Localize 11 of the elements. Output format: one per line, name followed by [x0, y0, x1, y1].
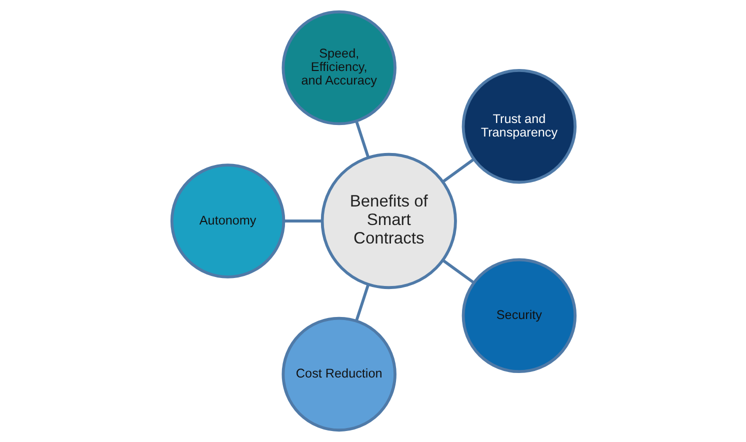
node-circle: Cost Reduction — [281, 316, 396, 432]
node-circle: Benefits of Smart Contracts — [320, 152, 456, 290]
connector — [442, 158, 474, 183]
connector — [442, 259, 474, 284]
connector — [283, 220, 322, 222]
node-circle: Autonomy — [170, 164, 285, 278]
node-circle: Security — [461, 258, 576, 374]
node-circle: Speed, Efficiency, and Accuracy — [281, 10, 396, 126]
connector — [354, 120, 370, 158]
node-circle: Trust and Transparency — [461, 68, 576, 184]
connector — [354, 284, 370, 322]
